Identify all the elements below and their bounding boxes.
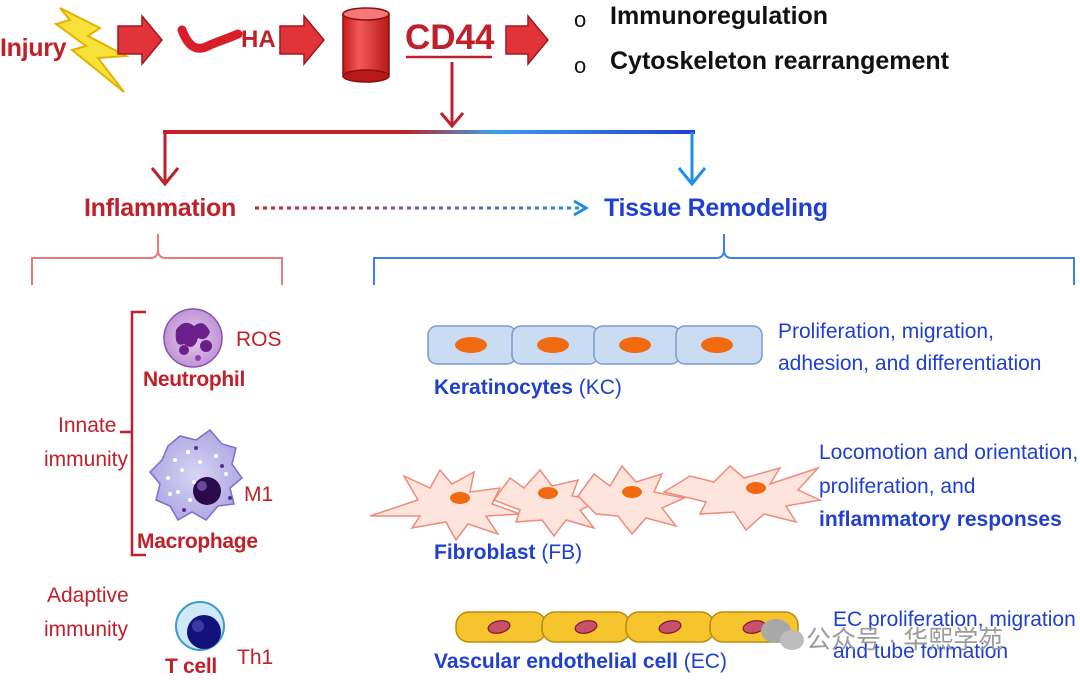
keratinocytes-icon <box>427 325 763 365</box>
injury-label: Injury <box>0 34 67 62</box>
endothelial-desc: and tube formation <box>833 640 1009 663</box>
macrophage-label: Macrophage <box>137 530 258 553</box>
keratinocytes-desc: adhesion, and differentiation <box>778 352 1042 375</box>
fibroblast-abbr: (FB) <box>541 541 583 564</box>
wechat-icon <box>761 619 804 650</box>
keratinocytes-label: Keratinocytes (KC) <box>434 376 622 400</box>
adaptive-label: immunity <box>44 618 129 641</box>
macrophage-icon <box>148 428 244 522</box>
inflammation-brace <box>31 234 283 285</box>
endothelial-name: Vascular endothelial cell <box>434 650 678 673</box>
m1-label: M1 <box>244 483 274 506</box>
cd44-receptor-icon <box>342 7 390 83</box>
ha-label: HA <box>241 26 276 53</box>
fibroblast-icon <box>369 464 823 542</box>
keratinocytes-desc: Proliferation, migration, <box>778 320 994 343</box>
arrow-icon <box>117 13 549 67</box>
lightning-icon <box>53 7 130 93</box>
endothelial-cell-icon <box>455 611 799 643</box>
neutrophil-icon <box>163 308 223 368</box>
innate-label: Innate <box>58 414 117 437</box>
innate-label: immunity <box>44 448 129 471</box>
effect-cytoskeleton: Cytoskeleton rearrangement <box>610 47 950 75</box>
keratinocytes-name: Keratinocytes <box>434 376 573 399</box>
ros-label: ROS <box>236 328 282 351</box>
watermark-text: 公众号 · 华熙学苑 <box>806 626 1004 654</box>
cd44-label: CD44 <box>405 18 495 57</box>
tissue-remodeling-label: Tissue Remodeling <box>604 194 828 222</box>
keratinocytes-abbr: (KC) <box>578 376 622 399</box>
fibroblast-desc: Locomotion and orientation, <box>819 441 1079 464</box>
adaptive-label: Adaptive <box>47 584 129 607</box>
fibroblast-name: Fibroblast <box>434 541 536 564</box>
innate-bracket <box>120 310 146 557</box>
fibroblast-desc-emphasis: inflammatory responses <box>819 508 1062 531</box>
t-cell-label: T cell <box>165 655 217 678</box>
bullet-icon: o <box>574 53 587 78</box>
neutrophil-label: Neutrophil <box>143 368 245 391</box>
effect-immunoregulation: Immunoregulation <box>610 2 829 30</box>
fibroblast-label: Fibroblast (FB) <box>434 541 582 565</box>
inflammation-label: Inflammation <box>84 194 236 222</box>
endothelial-label: Vascular endothelial cell (EC) <box>434 650 727 674</box>
endothelial-desc: EC proliferation, migration <box>833 608 1076 631</box>
bullet-icon: o <box>574 7 587 32</box>
remodeling-brace <box>373 234 1075 285</box>
t-cell-icon <box>175 601 225 651</box>
fibroblast-desc: proliferation, and <box>819 475 976 498</box>
th1-label: Th1 <box>237 646 274 669</box>
hyaluronan-icon <box>177 25 243 53</box>
endothelial-abbr: (EC) <box>683 650 727 673</box>
